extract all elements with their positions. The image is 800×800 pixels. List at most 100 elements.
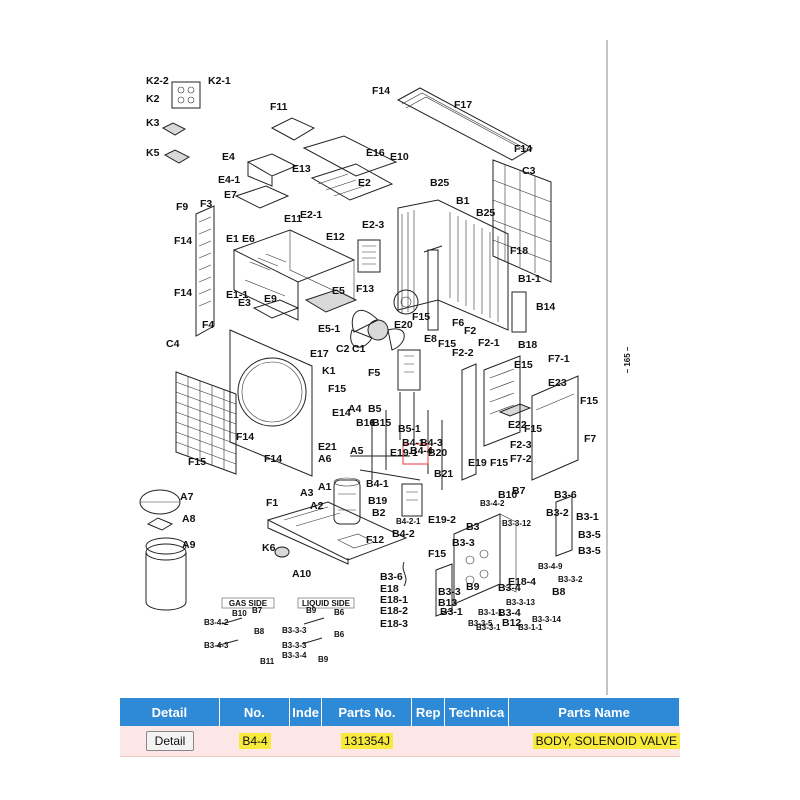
callout-label: F7-2 <box>510 453 532 465</box>
callout-label: C2 <box>336 343 350 355</box>
callout-label: F15 <box>328 383 346 395</box>
liquid-side-part-label: B9 <box>306 606 317 615</box>
f3-side-panel <box>195 205 215 337</box>
callout-label: A4 <box>348 403 362 415</box>
callout-label: E9 <box>264 293 277 305</box>
header-technical: Technica <box>445 698 510 726</box>
callout-label: E15 <box>514 359 533 371</box>
gas-side-label: GAS SIDE <box>229 599 268 608</box>
callout-label: F7-1 <box>548 353 570 365</box>
e2-control-pcb <box>310 163 394 201</box>
gas-side-part-label: B3-4-3 <box>204 641 229 650</box>
e12-reactor <box>357 239 381 273</box>
callout-label: E18-3 <box>380 618 408 630</box>
callout-label: B3-1 <box>576 511 599 523</box>
callout-label: E7 <box>224 189 237 201</box>
callout-label: B3-3-2 <box>558 575 583 584</box>
f2-partition-plate <box>461 363 477 481</box>
cell-rep <box>412 726 444 756</box>
b4-four-way-valve <box>401 483 423 517</box>
liquid-side-part-label: B3-3-4 <box>282 651 307 660</box>
a7-accumulator-cap <box>139 489 181 515</box>
f1-base-pan <box>266 501 408 565</box>
c4-front-grille <box>175 371 237 475</box>
callout-label: B3-4 <box>498 607 521 619</box>
callout-label: E14 <box>332 407 351 419</box>
callout-label: B9 <box>466 581 480 593</box>
gas-side-part-label: B3-4-2 <box>204 618 229 627</box>
callout-label: E17 <box>310 348 329 360</box>
f11-cover-plate <box>270 117 316 141</box>
callout-label: E21 <box>318 441 337 453</box>
parts-number: 131354J <box>340 733 394 749</box>
callout-label: E13 <box>292 163 311 175</box>
callout-label: K2-1 <box>208 75 231 87</box>
callout-label: B1 <box>456 195 470 207</box>
gas-side-box: GAS SIDE <box>215 597 275 647</box>
callout-label: B4-2-1 <box>396 517 421 526</box>
callout-label: E2-3 <box>362 219 384 231</box>
header-index: Inde <box>290 698 323 726</box>
callout-label: F15 <box>490 457 508 469</box>
c3-rear-grille <box>492 159 552 283</box>
callout-label: E19-1 <box>390 447 418 459</box>
callout-label: E4-1 <box>218 174 240 186</box>
table-row: Detail B4-4 131354J BODY, SOLENOID VALVE <box>120 726 680 757</box>
callout-label: K6 <box>262 542 276 554</box>
header-parts-no: Parts No. <box>322 698 413 726</box>
callout-label: B12 <box>502 617 521 629</box>
callout-label: B5 <box>368 403 382 415</box>
callout-label: B3-1-1 <box>518 623 543 632</box>
callout-label: A5 <box>350 445 364 457</box>
callout-label: B21 <box>434 468 453 480</box>
e9-board <box>252 299 300 319</box>
callout-label: F15 <box>428 548 446 560</box>
callout-label: B13 <box>438 597 457 609</box>
callout-label: E18-1 <box>380 594 408 606</box>
callout-label: F15 <box>412 311 430 323</box>
callout-label: E1-1 <box>226 289 248 301</box>
callout-label: K5 <box>146 147 160 159</box>
cell-technical <box>444 726 508 756</box>
detail-button[interactable]: Detail <box>145 731 195 751</box>
e18-thermistor <box>402 561 407 587</box>
callout-label: F12 <box>366 534 384 546</box>
callout-label: F15 <box>524 423 542 435</box>
callout-label: B8 <box>552 586 566 598</box>
callout-label: F14 <box>372 85 390 97</box>
callout-label: F14 <box>514 143 532 155</box>
callout-label: A2 <box>310 500 324 512</box>
exploded-parts-diagram: – 165 – <box>139 40 632 695</box>
callout-label: E10 <box>390 151 409 163</box>
callout-label: F5 <box>368 367 380 379</box>
liquid-side-part-label: B3-3-3 <box>282 641 307 650</box>
callout-label: B5-1 <box>398 423 421 435</box>
callout-label: B3-1-1 <box>478 608 503 617</box>
callout-label: E18-4 <box>508 576 536 588</box>
callout-label: A7 <box>180 491 194 503</box>
refrigerant-piping <box>350 392 443 490</box>
k3-clip-icon <box>161 122 187 136</box>
liquid-side-part-label: B6 <box>334 630 345 639</box>
a9-ring <box>145 537 187 555</box>
callout-label: B7 <box>512 485 526 497</box>
a8-seal <box>146 517 174 531</box>
f2-2-board <box>483 355 521 447</box>
callout-label: B3-3-12 <box>502 519 531 528</box>
callout-label: B4-2 <box>392 528 415 540</box>
callout-label: F14 <box>236 431 254 443</box>
gas-side-part-label: B8 <box>254 627 265 636</box>
callout-label: B25 <box>476 207 495 219</box>
callout-label: K2-2 <box>146 75 169 87</box>
a1-compressor <box>333 477 361 525</box>
page-number: – 165 – <box>623 346 632 373</box>
callout-label: K1 <box>322 365 336 377</box>
callout-label: F7 <box>584 433 596 445</box>
header-detail: Detail <box>120 698 220 726</box>
callout-label: F15 <box>188 456 206 468</box>
c1-fan-propeller <box>350 309 405 351</box>
f4-front-panel <box>229 329 313 477</box>
header-no: No. <box>220 698 290 726</box>
callout-label: B10 <box>498 489 517 501</box>
liquid-side-label: LIQUID SIDE <box>302 599 351 608</box>
